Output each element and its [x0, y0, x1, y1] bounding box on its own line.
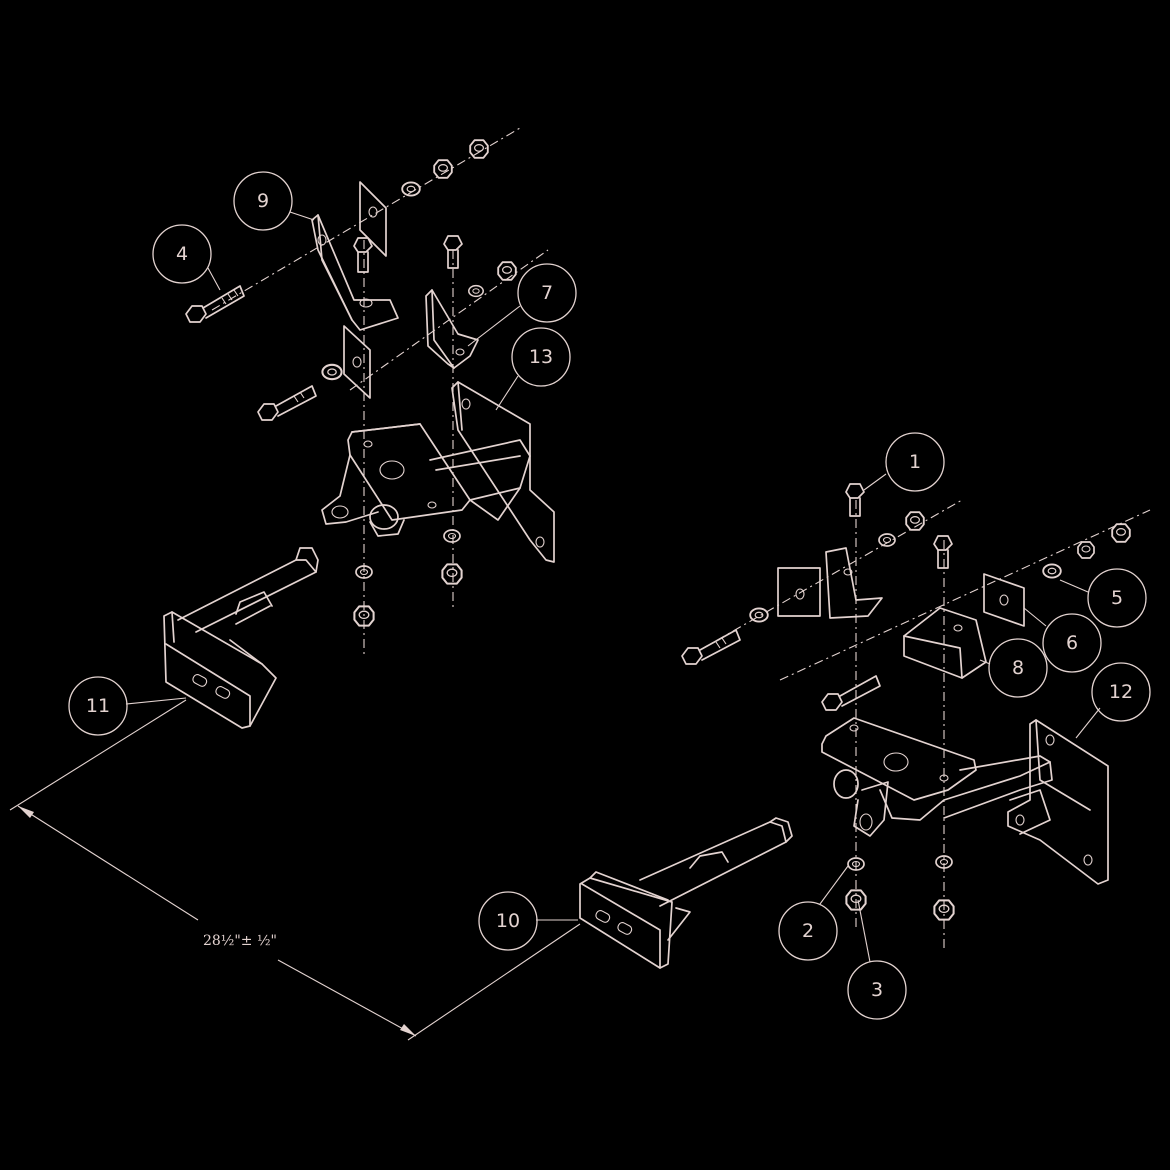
balloon-3: 3: [847, 899, 907, 1020]
receiver-bracket-13: [321, 381, 555, 563]
balloon-8: 8: [979, 638, 1048, 698]
callout-balloons: 1 2 3 4 5 6 7: [68, 171, 1151, 1020]
tow-bar-arm-11: [163, 547, 319, 729]
svg-text:8: 8: [1012, 657, 1024, 679]
gusset-bracket-9: [311, 214, 399, 331]
washer-lower-left: [321, 363, 343, 381]
balloon-4: 4: [152, 224, 221, 291]
washer-under-receiver: [442, 528, 462, 544]
svg-text:7: 7: [541, 282, 553, 304]
svg-text:10: 10: [496, 910, 520, 932]
svg-text:13: 13: [529, 346, 553, 368]
balloon-1: 1: [863, 432, 945, 492]
nut-mid: [497, 261, 517, 281]
nut-under-mid: [441, 563, 463, 585]
svg-text:1: 1: [909, 451, 921, 473]
bolt-vertical-left: [353, 237, 373, 273]
lock-washer-top: [433, 159, 453, 179]
washer-right-upper: [749, 607, 769, 623]
angle-bracket-right-a: [825, 547, 883, 619]
balloon-5: 5: [1059, 568, 1147, 628]
shim-plate-upper: [359, 181, 387, 257]
shim-plate-right-a: [777, 567, 821, 617]
shim-plate-6: [983, 573, 1025, 627]
balloon-10: 10: [478, 891, 578, 951]
svg-text:2: 2: [802, 920, 814, 942]
left-bracket-assembly: [185, 127, 555, 655]
svg-text:3: 3: [871, 979, 883, 1001]
balloon-11: 11: [68, 676, 187, 736]
overall-width-dimension: 28½"± ½": [9, 699, 581, 1041]
svg-text:11: 11: [86, 695, 110, 717]
angle-bracket-7: [425, 289, 479, 369]
tow-bar-arm-10: [579, 817, 793, 969]
svg-text:9: 9: [257, 190, 269, 212]
balloon-13: 13: [495, 327, 571, 411]
svg-text:5: 5: [1111, 587, 1123, 609]
shim-plate-lower: [343, 325, 371, 399]
bolt-vertical-mid: [443, 235, 463, 269]
washer-mid: [467, 284, 485, 298]
bolt-lower-left: [257, 385, 317, 421]
washer-right-upper-b: [878, 533, 896, 547]
svg-text:12: 12: [1109, 681, 1133, 703]
bolt-upper-right: [681, 629, 741, 665]
bolt-lower-right: [821, 675, 881, 711]
balloon-2: 2: [778, 865, 849, 961]
bolt-upper-left: [185, 285, 245, 323]
washer-top: [401, 181, 421, 197]
receiver-bracket-12: [821, 717, 1109, 885]
balloon-6: 6: [1023, 607, 1102, 673]
balloon-9: 9: [233, 171, 315, 231]
washer-5: [1042, 563, 1062, 579]
bolt-vertical-right-b: [933, 535, 953, 569]
balloon-12: 12: [1075, 662, 1151, 739]
nut-right-top: [1111, 523, 1131, 543]
svg-text:6: 6: [1066, 632, 1078, 654]
angle-bracket-8: [903, 607, 987, 679]
lockwasher-right: [1077, 541, 1095, 559]
right-bracket-assembly: [681, 483, 1151, 950]
svg-text:4: 4: [176, 243, 188, 265]
dimension-label: 28½"± ½": [203, 933, 277, 949]
bolt-vertical-right-a: [845, 483, 865, 517]
balloon-7: 7: [467, 263, 577, 347]
